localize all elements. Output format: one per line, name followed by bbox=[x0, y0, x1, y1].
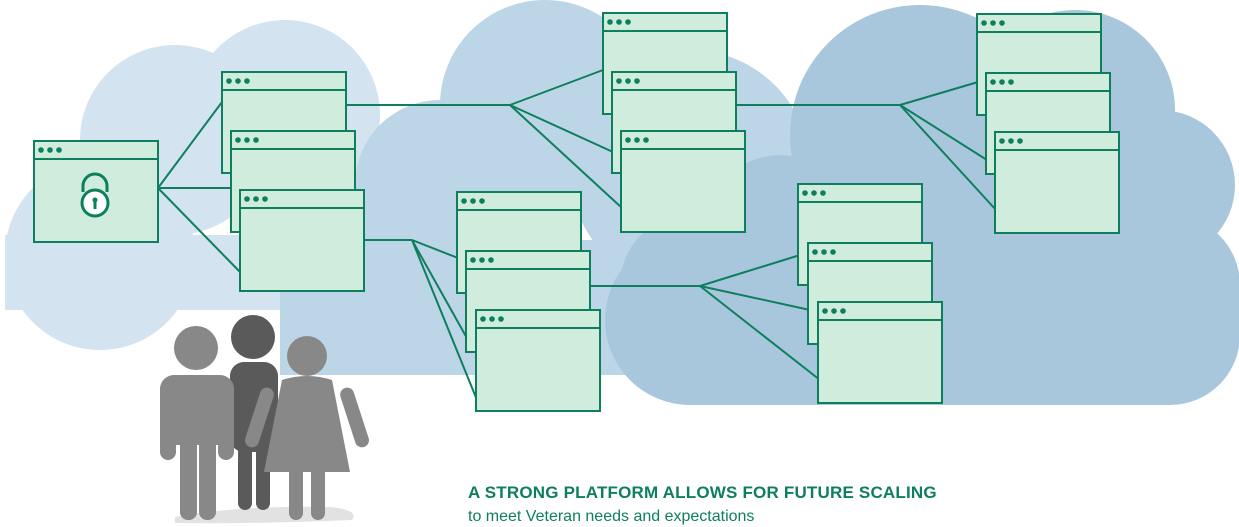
window-group-5 bbox=[797, 183, 943, 404]
window-group-3 bbox=[976, 13, 1120, 234]
window-group-4 bbox=[456, 191, 601, 412]
caption-title: A STRONG PLATFORM ALLOWS FOR FUTURE SCAL… bbox=[468, 483, 937, 502]
lock-icon bbox=[80, 172, 110, 218]
window-group-2 bbox=[602, 12, 746, 233]
connector-lines bbox=[157, 69, 997, 401]
caption: A STRONG PLATFORM ALLOWS FOR FUTURE SCAL… bbox=[468, 483, 1188, 527]
caption-subtitle: to meet Veteran needs and expectations bbox=[468, 508, 755, 525]
secure-window bbox=[33, 140, 159, 243]
window-group-1 bbox=[221, 71, 365, 292]
people-icon bbox=[160, 315, 369, 524]
